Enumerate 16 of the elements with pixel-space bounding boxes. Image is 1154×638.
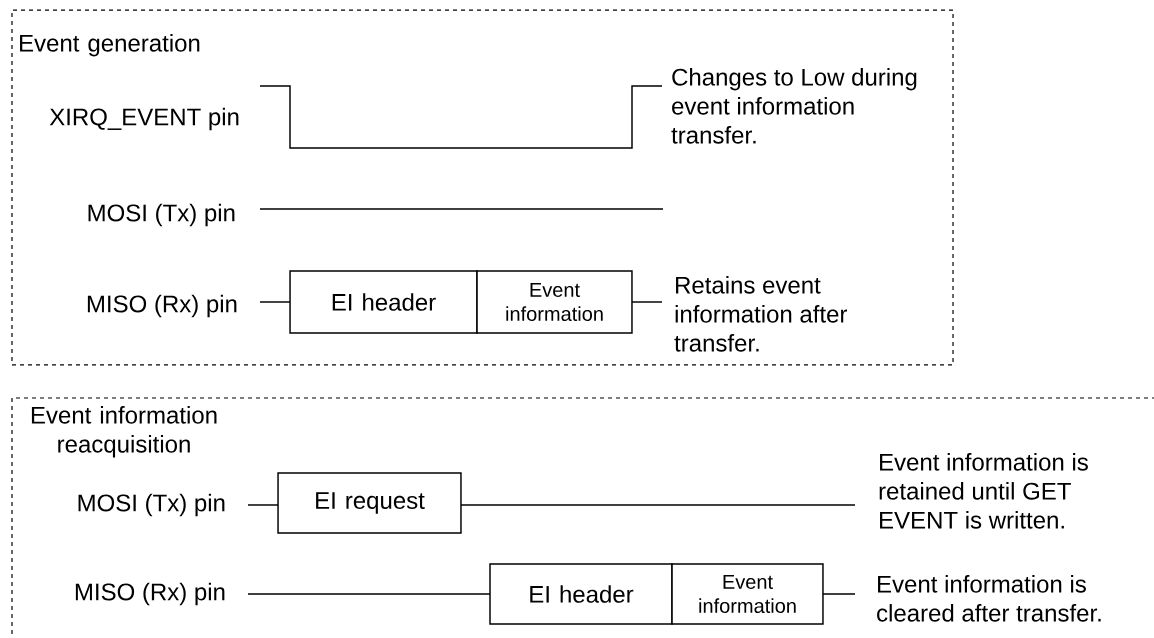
data-field-box: EI request <box>277 472 462 534</box>
pin-name: MISO (Rx) pin <box>75 582 225 606</box>
pin-name: XIRQ_EVENT pin <box>49 107 239 131</box>
data-field-box: Event information <box>476 270 633 334</box>
note-text: Event information is retained until GET EVENT is written. <box>879 453 1088 529</box>
data-field-box: EI header <box>289 270 478 334</box>
data-field-box: EI header <box>489 563 673 625</box>
pin-name: MOSI (Tx) pin <box>78 493 225 517</box>
note-text: Event information is cleared after transfer. <box>877 575 1101 622</box>
data-field-box: Event information <box>671 563 824 625</box>
pin-name: MISO (Rx) pin <box>87 294 237 318</box>
note-text: Changes to Low during event information transfer. <box>671 68 917 144</box>
panel-heading: Event information reacquisition <box>31 406 217 458</box>
note-text: Retains event information after transfer. <box>674 276 848 352</box>
pin-name: MOSI (Tx) pin <box>88 203 235 227</box>
panel-heading: Event generation <box>20 34 200 57</box>
